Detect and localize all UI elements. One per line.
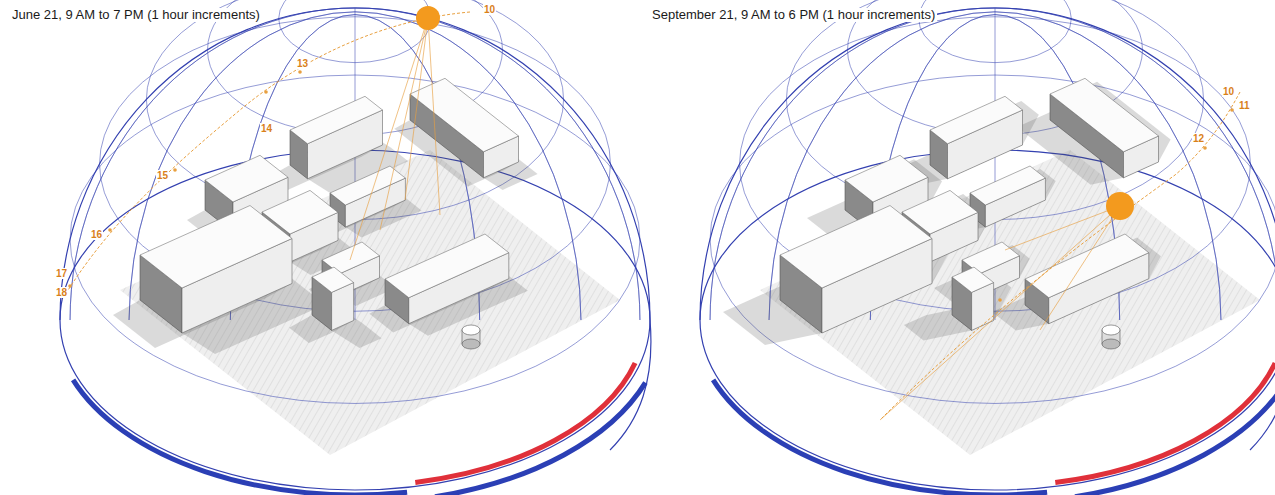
building-roof (205, 155, 288, 202)
building-roof (330, 166, 405, 205)
sun-symbol (1106, 192, 1134, 220)
building-roof (312, 267, 354, 292)
panel-title: September 21, 9 AM to 6 PM (1 hour incre… (650, 8, 937, 22)
hour-number: 15 (156, 170, 169, 181)
sun-ray (428, 18, 440, 215)
hour-marker (998, 298, 1002, 302)
horizon-ellipse (60, 150, 650, 490)
season-arc-blue (1075, 383, 1275, 495)
hour-number: 10 (483, 4, 496, 15)
cylinder-base (462, 339, 480, 349)
building-roof (290, 96, 383, 144)
hour-number: 12 (1192, 133, 1205, 144)
hour-marker (173, 168, 177, 172)
hour-marker (1230, 108, 1234, 112)
building-roof (780, 206, 932, 289)
sun-path-line (880, 92, 1240, 420)
sun-path-panel (700, 0, 1275, 495)
building-roof (410, 78, 519, 152)
sun-ray (380, 18, 428, 230)
cylinder-top (1102, 325, 1120, 335)
hour-number: 10 (1222, 86, 1235, 97)
sun-ray (1005, 206, 1120, 250)
building-roof (1025, 234, 1149, 298)
sun-ray (1040, 206, 1120, 330)
sun-path-line (62, 12, 470, 300)
hour-marker (68, 284, 72, 288)
hour-number: 13 (296, 58, 309, 69)
hour-number: 17 (55, 268, 68, 279)
building-roof (1050, 78, 1159, 152)
ground-plane (120, 150, 620, 455)
horizon-ellipse (700, 150, 1275, 490)
hour-marker (264, 90, 268, 94)
cylinder-top (462, 325, 480, 335)
building-roof (970, 166, 1045, 205)
hour-marker (298, 70, 302, 74)
season-arc-blue (435, 383, 645, 495)
panel-title: June 21, 9 AM to 7 PM (1 hour increments… (10, 8, 262, 22)
meridian-line (769, 12, 1221, 320)
hour-number: 14 (260, 123, 273, 134)
altitude-ring (710, 75, 1275, 403)
season-arc-blue (73, 380, 407, 495)
season-arc-red (415, 363, 635, 482)
building-roof (140, 206, 292, 289)
hour-number: 16 (90, 229, 103, 240)
meridian-line (129, 12, 581, 320)
sun-path-panel (60, 0, 651, 495)
building-roof (385, 234, 509, 298)
building-roof (930, 96, 1023, 144)
sun-ray (405, 18, 428, 200)
ground-plane (760, 150, 1260, 455)
cylinder-base (1102, 339, 1120, 349)
building-roof (845, 155, 928, 202)
hour-number: 11 (1238, 100, 1251, 111)
sun-ray (350, 18, 428, 260)
sun-symbol (416, 6, 440, 30)
dome-outline (60, 8, 651, 450)
hour-marker (108, 228, 112, 232)
hour-number: 18 (55, 287, 68, 298)
sun-ray (880, 206, 1120, 420)
building-roof (952, 267, 994, 292)
dome-outline (700, 8, 1275, 450)
hour-marker (1203, 146, 1207, 150)
season-arc-blue (713, 380, 1047, 495)
season-arc-red (1055, 363, 1275, 482)
